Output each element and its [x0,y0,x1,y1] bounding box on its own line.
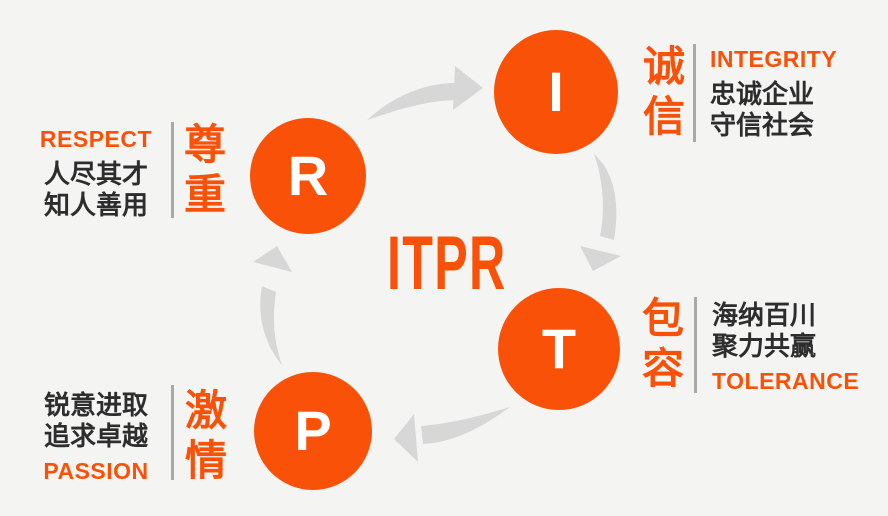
tolerance-letter: T [541,317,577,380]
respect-circle: R [250,118,366,234]
integrity-circle: I [494,30,618,154]
respect-divider [171,122,174,218]
curved-arrow-p-to-r-icon [253,246,292,365]
respect-letter: R [287,144,329,207]
respect-line2: 知人善用 [43,190,148,220]
tolerance-divider [694,297,697,393]
curved-arrow-i-to-t-icon [580,154,621,271]
respect-description: RESPECT 人尽其才 知人善用 [30,126,162,221]
tolerance-circle: T [498,288,620,410]
tolerance-line2: 聚力共赢 [712,331,817,361]
integrity-letter: I [548,60,564,123]
tolerance-en-label: TOLERANCE [712,368,860,394]
passion-cn-vertical-label: 激情 [184,387,227,484]
passion-line2: 追求卓越 [43,421,148,451]
curved-arrow-r-to-i-icon [367,66,483,120]
curved-arrow-t-to-p-icon [394,407,510,462]
passion-circle: P [254,372,372,490]
integrity-divider [693,44,696,142]
integrity-en-label: INTEGRITY [710,46,838,72]
passion-letter: P [294,399,332,462]
tolerance-cn-vertical-label: 包容 [641,295,684,392]
respect-line1: 人尽其才 [43,159,148,189]
integrity-line1: 忠诚企业 [710,79,815,109]
respect-en-label: RESPECT [39,126,153,152]
passion-description: 锐意进取 追求卓越 PASSION [30,390,162,485]
diagram-title: ITPR [387,221,507,306]
respect-cn-vertical-label: 尊重 [183,121,226,218]
integrity-cn-vertical-label: 诚信 [642,43,685,140]
passion-en-label: PASSION [43,458,149,484]
passion-line1: 锐意进取 [43,390,148,420]
tolerance-description: 海纳百川 聚力共赢 TOLERANCE [712,300,859,395]
integrity-line2: 守信社会 [710,110,815,140]
passion-divider [171,385,174,480]
integrity-description: INTEGRITY 忠诚企业 守信社会 [710,46,837,141]
tolerance-line1: 海纳百川 [712,300,817,330]
